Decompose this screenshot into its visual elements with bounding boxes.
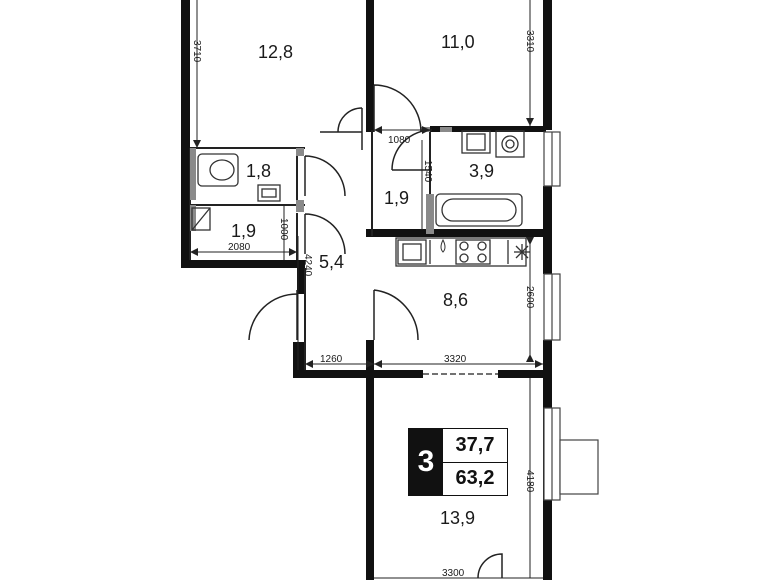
dimension-3710: 3710 — [191, 40, 202, 63]
dimension-1540: 1540 — [422, 160, 433, 183]
bath-fixtures — [191, 130, 525, 231]
area-summary-badge: 3 37,7 63,2 — [408, 428, 508, 496]
room-area-label: 12,8 — [258, 42, 293, 62]
dimension-arrows — [190, 118, 543, 368]
dimension-lines — [190, 0, 543, 579]
dimension-1080: 1080 — [388, 135, 411, 146]
dimension-2600: 2600 — [524, 286, 535, 309]
rooms-count: 3 — [409, 429, 443, 495]
room-area-label: 1,8 — [246, 161, 271, 181]
total-area: 63,2 — [455, 467, 495, 490]
sink-drop-icon — [440, 238, 446, 253]
dimension-3300: 3300 — [442, 568, 465, 579]
area-values: 37,7 63,2 — [443, 429, 507, 495]
dimension-4240: 4240 — [302, 254, 313, 277]
room-area-label: 13,9 — [440, 508, 475, 528]
room-area-label: 8,6 — [443, 290, 468, 310]
dimension-3310: 3310 — [524, 30, 535, 53]
partitions — [189, 130, 431, 370]
dimension-4180: 4180 — [524, 470, 535, 493]
dimension-1000: 1000 — [278, 218, 289, 241]
room-area-label: 3,9 — [469, 161, 494, 181]
dimension-1260: 1260 — [320, 354, 343, 365]
dimension-2080: 2080 — [228, 242, 251, 253]
door-swings — [248, 84, 503, 579]
living-area: 37,7 — [443, 429, 507, 463]
kitchen-fixtures — [395, 237, 530, 267]
dimension-3320: 3320 — [444, 354, 467, 365]
room-area-label: 1,9 — [384, 188, 409, 208]
windows — [543, 131, 599, 501]
room-area-label: 1,9 — [231, 221, 256, 241]
room-area-label: 11,0 — [441, 32, 475, 52]
room-area-label: 5,4 — [319, 252, 344, 272]
